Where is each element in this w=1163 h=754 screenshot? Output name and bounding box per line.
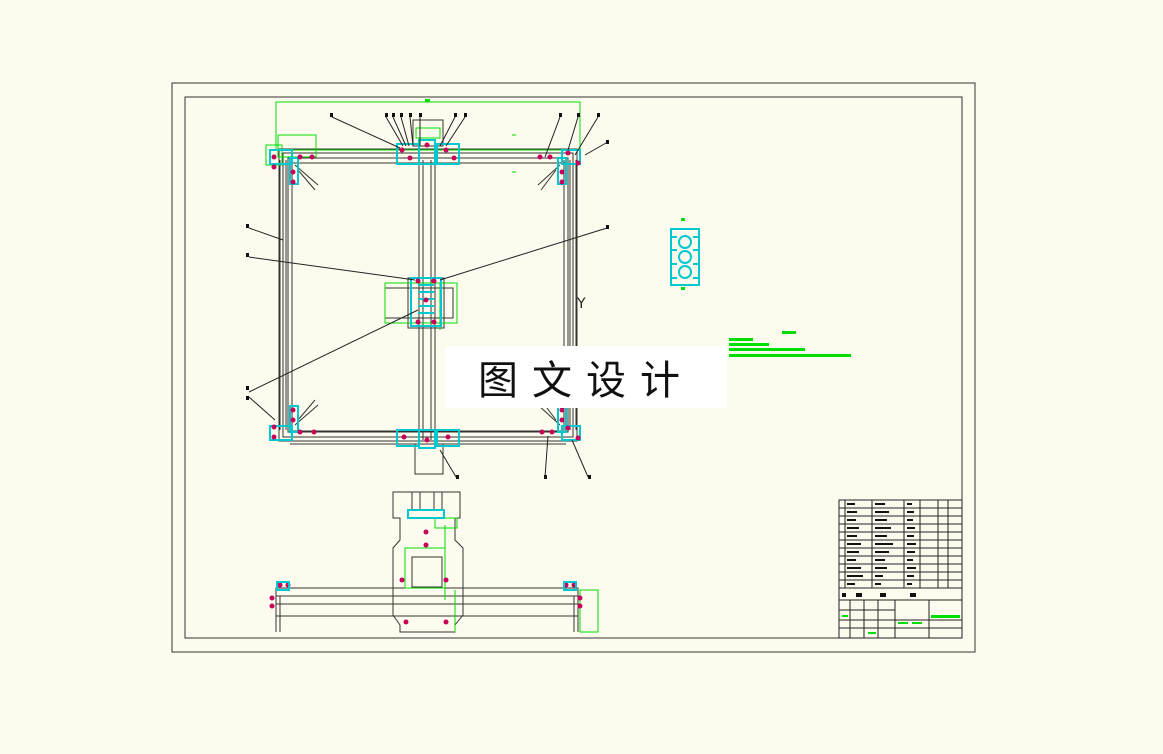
axis-label-y: Y	[577, 296, 586, 312]
inner-sheet-border	[184, 96, 963, 639]
front-view	[275, 491, 579, 633]
front-view-fasteners	[276, 509, 577, 591]
top-view-frame	[278, 119, 578, 475]
profile-dim-bottom	[681, 287, 685, 290]
front-view-dimensions	[404, 517, 599, 633]
title-block-text-marks	[842, 503, 916, 597]
title-block-green-marks	[842, 615, 960, 634]
bolt-markers	[271, 142, 581, 443]
outer-sheet-border	[171, 82, 976, 653]
watermark-overlay: 图文设计	[445, 346, 727, 408]
title-block	[838, 499, 963, 639]
callout-tags	[246, 113, 609, 479]
profile-dim-top	[681, 218, 685, 221]
technical-notes	[729, 331, 851, 357]
leader-lines	[248, 116, 608, 478]
front-view-bolts	[269, 529, 583, 625]
aluminum-profile-section	[670, 228, 700, 286]
dim-tag-top	[425, 99, 430, 102]
